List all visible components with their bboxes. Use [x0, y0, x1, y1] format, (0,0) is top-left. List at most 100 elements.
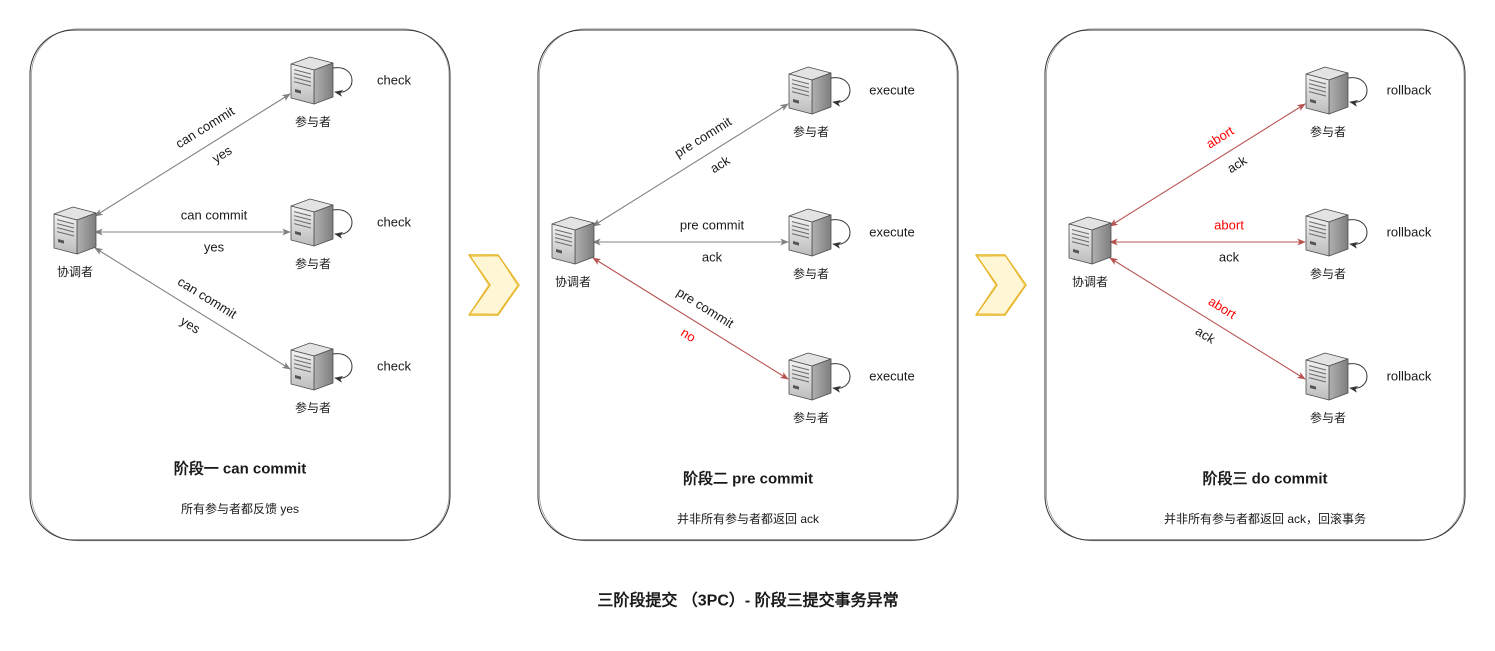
participant-label: 参与者 [295, 400, 331, 415]
server-power-button [295, 89, 301, 94]
participant-label: 参与者 [793, 410, 829, 425]
message-arrow [592, 257, 789, 380]
participant-node: 参与者 check [290, 342, 411, 415]
response-label: yes [204, 240, 225, 255]
loop-arrow-icon [332, 67, 353, 97]
server-drive-bay [1308, 225, 1327, 231]
participant-server-icon [290, 198, 334, 247]
server-drive-bay [554, 233, 573, 239]
server-side-face [811, 214, 832, 257]
participant-label: 参与者 [1310, 124, 1346, 139]
participant-node: 参与者 execute [788, 66, 915, 139]
server-power-button [793, 385, 799, 390]
panel-border [537, 29, 959, 541]
server-drive-bay [56, 219, 75, 225]
server-side-face [313, 62, 334, 105]
server-drive-bay [791, 87, 810, 93]
server-drive-bay [1308, 233, 1327, 239]
server-drive-bay [56, 223, 75, 229]
server-drive-bay [293, 215, 312, 221]
chevron-shape [468, 254, 520, 316]
participant-action-label: check [377, 359, 411, 374]
participant-action-label: rollback [1387, 369, 1432, 384]
loop-arrow-icon [830, 363, 851, 393]
loop-arrow-icon [1347, 363, 1368, 393]
server-power-button [295, 231, 301, 236]
panel-border-sketch [31, 28, 450, 542]
server-power-button [1310, 99, 1316, 104]
message-arrow [94, 93, 291, 217]
participant-label: 参与者 [1310, 410, 1346, 425]
request-label: abort [1214, 218, 1244, 233]
participant-action-label: execute [869, 83, 915, 98]
server-drive-bay [1308, 91, 1327, 97]
phase-panel-3: abortackabortackabortack协调者参与者rollback参与… [1044, 28, 1466, 542]
server-drive-bay [1308, 87, 1327, 93]
server-drive-bay [791, 225, 810, 231]
participant-label: 参与者 [295, 114, 331, 129]
message-arrow [1109, 103, 1306, 227]
coordinator-label: 协调者 [57, 264, 93, 279]
transitions-layer [468, 254, 1027, 316]
server-drive-bay [1308, 229, 1327, 235]
coordinator-server-icon [53, 206, 97, 255]
server-drive-bay [1071, 237, 1090, 243]
chevron-sketch [469, 255, 518, 315]
server-side-face [574, 222, 595, 265]
server-drive-bay [554, 229, 573, 235]
server-drive-bay [554, 241, 573, 247]
server-drive-bay [293, 73, 312, 79]
participant-label: 参与者 [793, 124, 829, 139]
participant-action-label: check [377, 73, 411, 88]
message-arrow [94, 247, 291, 370]
response-label: ack [702, 250, 723, 265]
server-drive-bay [791, 365, 810, 371]
server-drive-bay [1071, 229, 1090, 235]
diagram-caption: 三阶段提交 （3PC）- 阶段三提交事务异常 [597, 591, 898, 610]
coordinator-server-icon [1068, 216, 1112, 265]
loop-arrow-icon [830, 77, 851, 107]
loop-arrow-icon [1347, 219, 1368, 249]
server-side-face [1091, 222, 1112, 265]
loop-arrow-icon [332, 209, 353, 239]
server-drive-bay [791, 369, 810, 375]
participant-node: 参与者 check [290, 56, 411, 129]
phase-subtitle: 所有参与者都反馈 yes [181, 501, 299, 516]
server-side-face [76, 212, 97, 255]
server-side-face [313, 204, 334, 247]
server-drive-bay [791, 229, 810, 235]
server-power-button [793, 241, 799, 246]
participant-node: 参与者 rollback [1305, 208, 1432, 281]
server-drive-bay [1308, 79, 1327, 85]
server-power-button [295, 375, 301, 380]
server-power-button [793, 99, 799, 104]
participant-server-icon [290, 56, 334, 105]
response-label: ack [1219, 250, 1240, 265]
server-drive-bay [1308, 365, 1327, 371]
phase-subtitle: 并非所有参与者都返回 ack，回滚事务 [1164, 511, 1366, 526]
participant-server-icon [1305, 352, 1349, 401]
server-drive-bay [791, 91, 810, 97]
server-drive-bay [293, 81, 312, 87]
chevron-right-icon [975, 254, 1027, 316]
chevron-sketch [976, 255, 1025, 315]
server-drive-bay [791, 377, 810, 383]
coordinator-label: 协调者 [1072, 274, 1108, 289]
server-drive-bay [1308, 83, 1327, 89]
participant-server-icon [290, 342, 334, 391]
server-drive-bay [791, 373, 810, 379]
phase-title: 阶段二 pre commit [683, 470, 813, 488]
participant-action-label: rollback [1387, 225, 1432, 240]
participant-action-label: check [377, 215, 411, 230]
server-power-button [1073, 249, 1079, 254]
phase-subtitle: 并非所有参与者都返回 ack [677, 511, 820, 526]
coordinator-label: 协调者 [555, 274, 591, 289]
participant-label: 参与者 [1310, 266, 1346, 281]
panel-border-sketch [539, 28, 958, 542]
phase-title: 阶段三 do commit [1202, 470, 1327, 488]
